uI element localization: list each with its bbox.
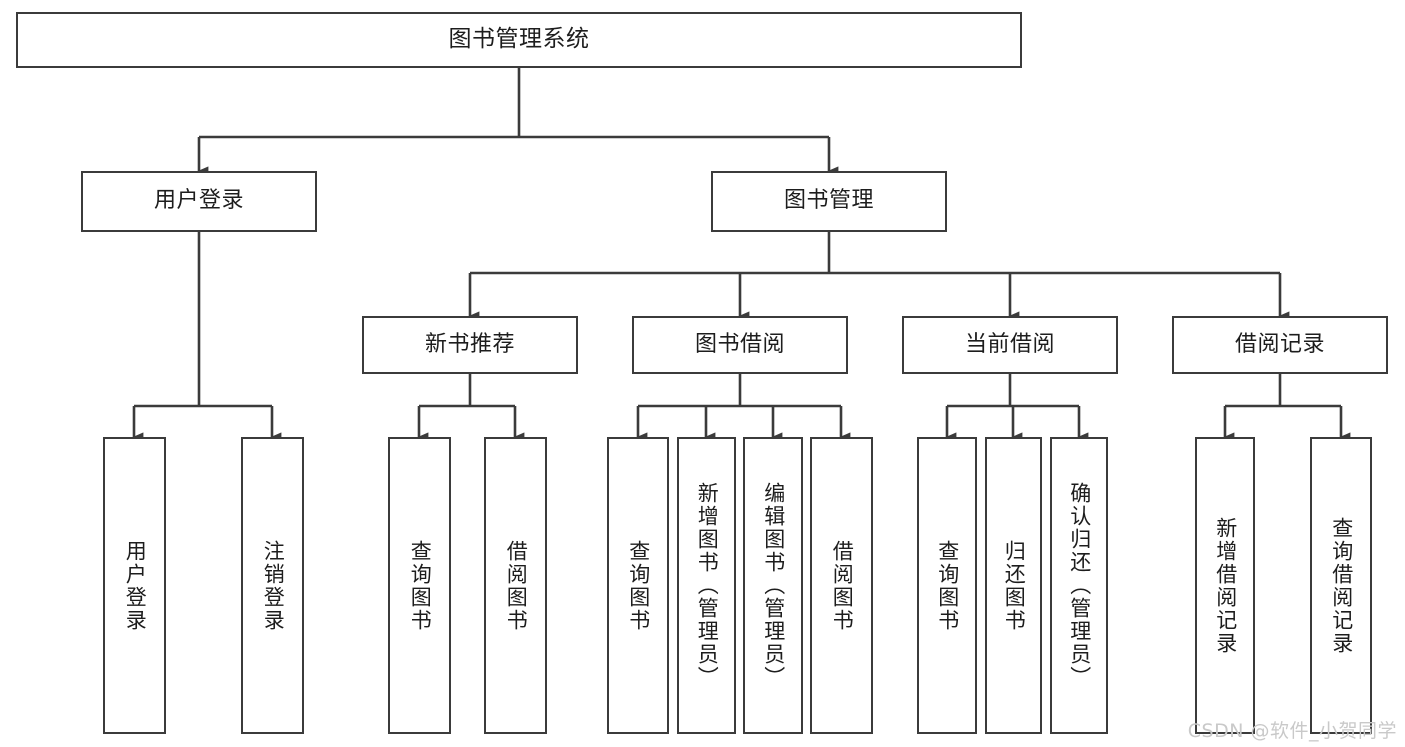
node-borrow-record[interactable]: 借阅记录: [1172, 316, 1388, 374]
node-cb-return-book[interactable]: 归还图书: [985, 437, 1042, 734]
node-label: 当前借阅: [964, 331, 1055, 357]
node-label: 借阅记录: [1234, 331, 1325, 357]
node-bb-query-book[interactable]: 查询图书: [607, 437, 669, 734]
node-nb-borrow-book[interactable]: 借阅图书: [484, 437, 547, 734]
node-bb-add-book[interactable]: 新增图书（管理员）: [677, 437, 736, 734]
node-user-login-do[interactable]: 用户登录: [103, 437, 166, 734]
node-label: 查询借阅记录: [1329, 516, 1354, 655]
node-label: 借阅图书: [504, 539, 529, 632]
node-label: 新增图书（管理员）: [695, 482, 720, 689]
node-br-query-record[interactable]: 查询借阅记录: [1310, 437, 1372, 734]
node-label: 图书借阅: [694, 331, 785, 357]
node-label: 查询图书: [935, 539, 960, 632]
node-label: 新书推荐: [424, 331, 515, 357]
node-label: 注销登录: [261, 539, 286, 632]
csdn-watermark: CSDN @软件_小贺同学: [1187, 720, 1397, 742]
node-label: 新增借阅记录: [1213, 516, 1238, 655]
node-label: 确认归还（管理员）: [1067, 482, 1092, 689]
node-label: 图书管理: [783, 188, 874, 214]
node-new-book-recommend[interactable]: 新书推荐: [362, 316, 578, 374]
node-bb-edit-book[interactable]: 编辑图书（管理员）: [743, 437, 803, 734]
node-user-logout[interactable]: 注销登录: [241, 437, 304, 734]
node-user-login[interactable]: 用户登录: [81, 171, 317, 232]
node-label: 借阅图书: [830, 539, 855, 632]
node-br-add-record[interactable]: 新增借阅记录: [1195, 437, 1255, 734]
node-label: 图书管理系统: [448, 26, 590, 53]
node-label: 查询图书: [626, 539, 651, 632]
node-label: 用户登录: [153, 188, 244, 214]
node-book-manage[interactable]: 图书管理: [711, 171, 947, 232]
node-nb-query-book[interactable]: 查询图书: [388, 437, 451, 734]
node-label: 查询图书: [408, 539, 433, 632]
node-label: 用户登录: [123, 539, 148, 632]
node-root-system[interactable]: 图书管理系统: [16, 12, 1022, 68]
node-book-borrow[interactable]: 图书借阅: [632, 316, 848, 374]
node-cb-confirm-return[interactable]: 确认归还（管理员）: [1050, 437, 1108, 734]
node-bb-borrow-book[interactable]: 借阅图书: [810, 437, 873, 734]
node-label: 编辑图书（管理员）: [761, 482, 786, 689]
edges-group: [132, 68, 1351, 442]
node-label: 归还图书: [1002, 539, 1027, 632]
node-current-borrow[interactable]: 当前借阅: [902, 316, 1118, 374]
node-cb-query-book[interactable]: 查询图书: [917, 437, 977, 734]
